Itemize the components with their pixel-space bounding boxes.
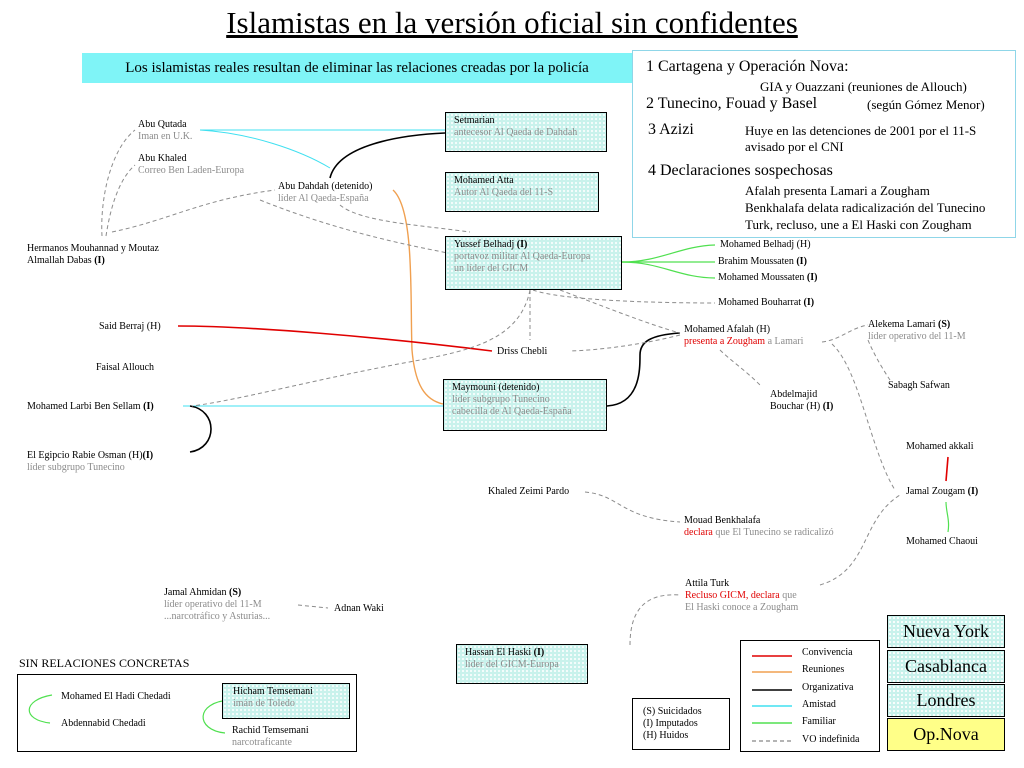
person-rachid-temsemani: Rachid Temsemani narcotraficante (232, 725, 309, 748)
link-haski-turk (629, 594, 681, 646)
legend-label-vo-indefinida: VO indefinida (802, 734, 860, 745)
person-brahim-moussaten: Brahim Moussaten (I) (718, 256, 807, 267)
link-lamari-zougam (831, 343, 896, 491)
person-yussef-belhadj: Yussef Belhadj (I) portavoz militar Al Q… (445, 236, 622, 290)
info-item-1: 1 Cartagena y Operación Nova: (646, 58, 849, 75)
info-item-2-sub: (según Gómez Menor) (867, 97, 985, 112)
person-said-berraj: Said Berraj (H) (99, 321, 161, 332)
person-driss-chebli: Driss Chebli (497, 346, 548, 357)
link-afalah-bouchar (719, 349, 761, 386)
person-jamal-zougam: Jamal Zougam (I) (906, 486, 979, 497)
person-mohamed-moussaten: Mohamed Moussaten (I) (718, 272, 818, 283)
city-op-nova: Op.Nova (887, 718, 1005, 751)
person-setmarian: Setmarian antecesor Al Qaeda de Dahdah (445, 112, 607, 152)
person-mouad-benkhalafa: Mouad Benkhalafa declara que El Tunecino… (684, 515, 834, 538)
link-ahmidan-waki (297, 604, 329, 609)
link-afalah-lamari (821, 324, 869, 343)
link-hermanos-dahdah (111, 189, 276, 233)
key-imputados: (I) Imputados (643, 718, 698, 729)
link-hadi-abdennabid (28, 694, 53, 724)
link-hicham-rachid (202, 699, 231, 734)
link-maymouni-afalah (606, 332, 681, 407)
person-abu-khaled: Abu Khaled Correo Ben Laden-Europa (138, 153, 245, 176)
link-zougam-chaoui (945, 501, 950, 533)
relation-legend (740, 640, 880, 752)
link-belhadj-bouharrat (532, 289, 716, 304)
person-mohamed-belhadj: Mohamed Belhadj (H) (720, 239, 811, 250)
link-hermanos-khaled (105, 164, 136, 237)
link-turk-zougam (819, 494, 901, 586)
link-dahdah-maymouni (392, 189, 444, 405)
person-mohamed-atta: Mohamed Atta Autor Al Qaeda del 11-S (445, 172, 599, 212)
person-adnan-waki: Adnan Waki (334, 603, 384, 614)
page-title: Islamistas en la versión oficial sin con… (226, 5, 798, 40)
link-hermanos-qutada (101, 129, 136, 237)
link-akkali-zougam (945, 456, 949, 482)
link-berraj-chebli (177, 325, 493, 352)
person-ben-sellam: Mohamed Larbi Ben Sellam (I) (27, 401, 154, 412)
legend-label-familiar: Familiar (802, 716, 836, 727)
info-item-3-sub1: Huye en las detenciones de 2001 por el 1… (745, 123, 977, 138)
legend-label-organizativa: Organizativa (802, 682, 854, 693)
link-belhadj-mmoussaten (621, 261, 716, 279)
person-mohamed-akkali: Mohamed akkali (906, 441, 974, 452)
person-faisal-allouch: Faisal Allouch (96, 362, 155, 373)
person-mohamed-bouharrat: Mohamed Bouharrat (I) (718, 297, 815, 308)
person-sabagh-safwan: Sabagh Safwan (888, 380, 950, 391)
info-box (632, 50, 1016, 238)
city-londres: Londres (887, 684, 1005, 717)
link-sellam-egipcio (189, 405, 212, 453)
person-khaled-zeimi: Khaled Zeimi Pardo (488, 486, 570, 497)
person-abu-qutada: Abu Qutada Iman en U.K. (138, 119, 193, 142)
info-item-2: 2 Tunecino, Fouad y Basel (646, 95, 818, 112)
banner: Los islamistas reales resultan de elimin… (82, 53, 632, 83)
link-lamari-safwan (867, 339, 891, 381)
city-casablanca: Casablanca (887, 650, 1005, 683)
key-suicidados: (S) Suicidados (643, 706, 702, 717)
status-key: (S) Suicidados (I) Imputados (H) Huidos (632, 698, 730, 750)
person-alekema-lamari: Alekema Lamari (S) líder operativo del 1… (868, 319, 966, 342)
link-qutada-dahdah (199, 129, 331, 169)
key-huidos: (H) Huidos (643, 730, 689, 741)
link-setmarian-dahdah (329, 132, 446, 179)
person-mohamed-afalah: Mohamed Afalah (H) presenta a Zougham a … (684, 324, 804, 347)
legend-label-reuniones: Reuniones (802, 664, 845, 675)
link-dahdah-sellam (191, 289, 531, 407)
person-abu-dahdah: Abu Dahdah (detenido) líder Al Qaeda-Esp… (278, 181, 373, 204)
info-item-4-sub3: Turk, recluso, une a El Haski con Zougha… (745, 217, 972, 232)
person-el-hadi-chedadi: Mohamed El Hadi Chedadi (61, 691, 171, 702)
person-attila-turk: Attila Turk Recluso GICM, declara que El… (685, 578, 799, 613)
city-nueva-york: Nueva York (887, 615, 1005, 648)
info-item-3-sub2: avisado por el CNI (745, 139, 844, 154)
info-item-3: 3 Azizi (648, 121, 694, 138)
person-hassan-el-haski: Hassan El Haski (I) líder del GICM-Europ… (456, 644, 588, 684)
person-maymouni: Maymouni (detenido) líder subgrupo Tunec… (443, 379, 607, 431)
link-dahdah-belhadj (339, 204, 471, 233)
no-relations-box (17, 674, 357, 752)
legend-label-convivencia: Convivencia (802, 647, 853, 658)
no-relations-title: SIN RELACIONES CONCRETAS (19, 656, 190, 670)
link-belhadj-afalah (559, 289, 681, 334)
person-mohamed-chaoui: Mohamed Chaoui (906, 536, 978, 547)
info-item-1-sub: GIA y Ouazzani (reuniones de Allouch) (760, 79, 967, 94)
person-jamal-ahmidan: Jamal Ahmidan (S) líder operativo del 11… (164, 587, 271, 622)
person-hicham-temsemani: Hicham Temsemani imán de Toledo (222, 683, 350, 719)
link-zeimi-benkhalafa (584, 491, 681, 523)
legend-label-amistad: Amistad (802, 699, 836, 710)
person-el-egipcio: El Egipcio Rabie Osman (H)(I) líder subg… (27, 450, 154, 473)
link-afalah-chebli (569, 334, 681, 352)
info-item-4: 4 Declaraciones sospechosas (648, 162, 833, 179)
person-abdelmajid-bouchar: Abdelmajid Bouchar (H) (I) (770, 389, 834, 412)
person-hermanos-almallah: Hermanos Mouhannad y Moutaz Almallah Dab… (27, 243, 159, 266)
person-abdennabid-chedadi: Abdennabid Chedadi (61, 718, 146, 729)
info-item-4-sub1: Afalah presenta Lamari a Zougham (745, 183, 930, 198)
info-item-4-sub2: Benkhalafa delata radicalización del Tun… (745, 200, 986, 215)
